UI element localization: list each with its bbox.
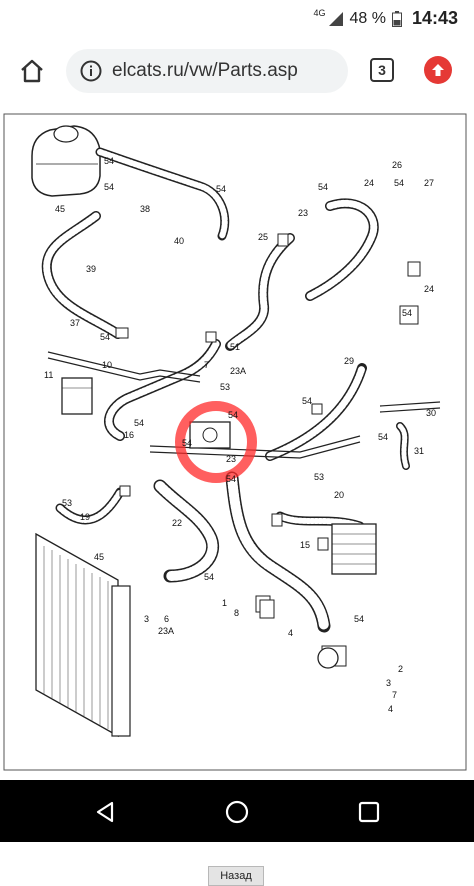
callout-label: 54: [378, 432, 388, 442]
callout-label: 54: [204, 572, 214, 582]
callout-label: 23: [298, 208, 308, 218]
recents-icon[interactable]: [356, 799, 382, 825]
callout-label: 38: [140, 204, 150, 214]
callout-label: 54: [394, 178, 404, 188]
callout-label: 6: [164, 614, 169, 624]
callout-label: 54: [318, 182, 328, 192]
battery-percent: 48 %: [349, 9, 386, 27]
callout-label: 7: [392, 690, 397, 700]
callout-label: 54: [226, 474, 236, 484]
thermostat-housing: [189, 421, 231, 449]
callout-label: 51: [230, 342, 240, 352]
callout-label: 23: [226, 454, 236, 464]
callout-label: 11: [44, 370, 53, 380]
callout-label: 45: [55, 204, 65, 214]
callout-label: 10: [102, 360, 112, 370]
signal-icon: [329, 11, 344, 26]
network-type: 4G: [313, 7, 326, 18]
callout-label: 31: [414, 446, 424, 456]
callout-label: 1: [222, 598, 227, 608]
callout-label: 39: [86, 264, 96, 274]
callout-label: 24: [364, 178, 374, 188]
callout-label: 23A: [158, 626, 174, 636]
status-indicators: 4G 48 % 14:43: [313, 8, 458, 29]
tab-switcher-button[interactable]: 3: [370, 58, 394, 82]
callout-label: 54: [182, 438, 192, 448]
callout-label: 4: [388, 704, 393, 714]
update-button[interactable]: [424, 56, 452, 84]
callout-label: 53: [62, 498, 72, 508]
callout-label: 54: [104, 182, 114, 192]
callout-label: 53: [220, 382, 230, 392]
home-icon: [21, 59, 43, 83]
url-text[interactable]: elcats.ru/vw/Parts.asp: [112, 60, 298, 81]
callout-label: 23A: [230, 366, 246, 376]
back-link-button[interactable]: Назад: [208, 866, 264, 886]
callout-label: 54: [134, 418, 144, 428]
battery-icon: [391, 10, 402, 27]
callout-label: 37: [70, 318, 80, 328]
back-icon[interactable]: [92, 799, 118, 825]
callout-label: 2: [398, 664, 403, 674]
callout-label: 19: [80, 512, 90, 522]
expansion-tank: [31, 125, 101, 197]
status-bar: 4G 48 % 14:43: [0, 0, 474, 36]
callout-label: 15: [300, 540, 310, 550]
callout-label: 16: [124, 430, 134, 440]
home-button[interactable]: [14, 53, 50, 89]
callout-label: 29: [344, 356, 354, 366]
callout-label: 27: [424, 178, 434, 188]
info-icon[interactable]: [80, 60, 102, 82]
callout-label: 8: [234, 608, 239, 618]
callout-label: 53: [314, 472, 324, 482]
callout-label: 3: [144, 614, 149, 624]
callout-label: 4: [288, 628, 293, 638]
oil-cooler: [331, 523, 377, 575]
callout-label: 45: [94, 552, 104, 562]
callout-label: 20: [334, 490, 344, 500]
callout-label: 40: [174, 236, 184, 246]
small-reservoir: [61, 377, 93, 415]
parts-diagram: 45 54 54 38 54 40 39 37 54 10 11 16 54 2…: [0, 106, 474, 886]
callout-label: 25: [258, 232, 268, 242]
callout-label: 54: [216, 184, 226, 194]
hoses: [41, 147, 410, 633]
callout-label: 7: [204, 360, 209, 370]
callout-label: 54: [100, 332, 110, 342]
callout-label: 54: [228, 410, 238, 420]
callout-label: 24: [424, 284, 434, 294]
radiator: [35, 532, 131, 738]
callout-label: 3: [386, 678, 391, 688]
callout-label: 30: [426, 408, 436, 418]
callout-label: 22: [172, 518, 182, 528]
callout-label: 54: [354, 614, 364, 624]
highlight-circle: [175, 401, 257, 483]
android-nav-bar: [0, 780, 474, 842]
callout-label: 54: [302, 396, 312, 406]
address-bar[interactable]: elcats.ru/vw/Parts.asp: [66, 49, 348, 93]
callout-label: 26: [392, 160, 402, 170]
callout-label: 54: [402, 308, 412, 318]
cooling-hose-diagram: 45 54 54 38 54 40 39 37 54 10 11 16 54 2…: [3, 113, 467, 771]
water-pump: [259, 599, 339, 669]
home-icon[interactable]: [224, 799, 250, 825]
callout-labels: 45 54 54 38 54 40 39 37 54 10 11 16 54 2…: [44, 156, 436, 714]
browser-toolbar: elcats.ru/vw/Parts.asp 3: [0, 36, 474, 107]
arrow-up-icon: [432, 64, 444, 76]
callout-label: 54: [104, 156, 114, 166]
clock: 14:43: [411, 8, 458, 28]
